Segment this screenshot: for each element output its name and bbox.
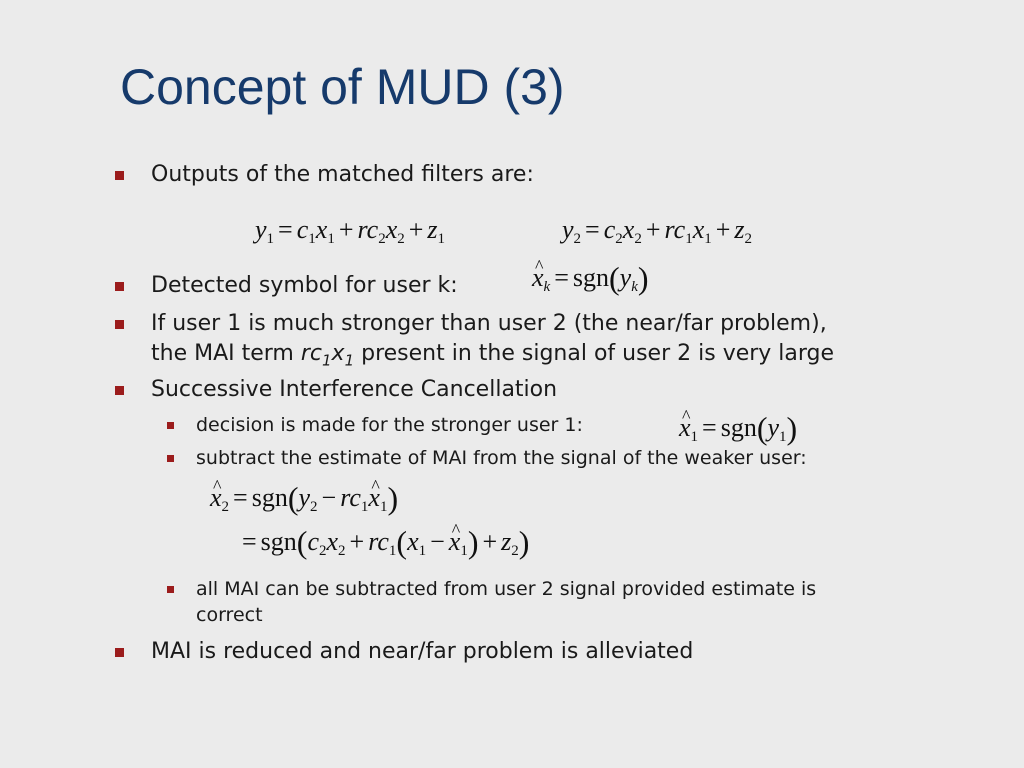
equation-y1: y1=c1x1+rc2x2+z1 — [255, 215, 446, 247]
sub-bullet-marker — [167, 455, 174, 462]
bullet-marker — [115, 282, 124, 291]
equation-x1-hat: x1=sgn(y1) — [679, 400, 797, 453]
mai-term-rc1x1: rc1x1 — [300, 341, 355, 370]
sub-bullet-subtract: subtract the estimate of MAI from the si… — [196, 447, 807, 469]
equation-x2-hat-line1: x2=sgn(y2−rc1x1) — [210, 470, 398, 523]
bullet-marker — [115, 171, 124, 180]
bullet-mai-reduced: MAI is reduced and near/far problem is a… — [151, 639, 694, 664]
sub-bullet-all-mai-line2: correct — [196, 604, 263, 626]
sub-bullet-all-mai-line1: all MAI can be subtracted from user 2 si… — [196, 578, 817, 600]
equation-x2-hat-line2: =sgn(c2x2+rc1(x1−x1)+z2) — [238, 514, 529, 567]
sub-bullet-marker — [167, 422, 174, 429]
bullet-sic: Successive Interference Cancellation — [151, 377, 558, 402]
bullet-outputs: Outputs of the matched filters are: — [151, 162, 534, 187]
sub-bullet-decision: decision is made for the stronger user 1… — [196, 414, 583, 436]
bullet-detected-symbol: Detected symbol for user k: — [151, 273, 458, 298]
equation-xk-hat: xk=sgn(yk) — [532, 250, 649, 303]
equation-y2: y2=c2x2+rc1x1+z2 — [562, 215, 753, 247]
slide-title: Concept of MUD (3) — [120, 59, 565, 115]
bullet-marker — [115, 386, 124, 395]
sub-bullet-marker — [167, 586, 174, 593]
bullet-near-far-line1: If user 1 is much stronger than user 2 (… — [151, 311, 827, 336]
near-far-text-post: present in the signal of user 2 is very … — [354, 341, 835, 366]
bullet-marker — [115, 320, 124, 329]
bullet-near-far-line2: the MAI term rc1x1 present in the signal… — [151, 339, 834, 375]
near-far-text-pre: the MAI term — [151, 341, 301, 366]
bullet-marker — [115, 648, 124, 657]
